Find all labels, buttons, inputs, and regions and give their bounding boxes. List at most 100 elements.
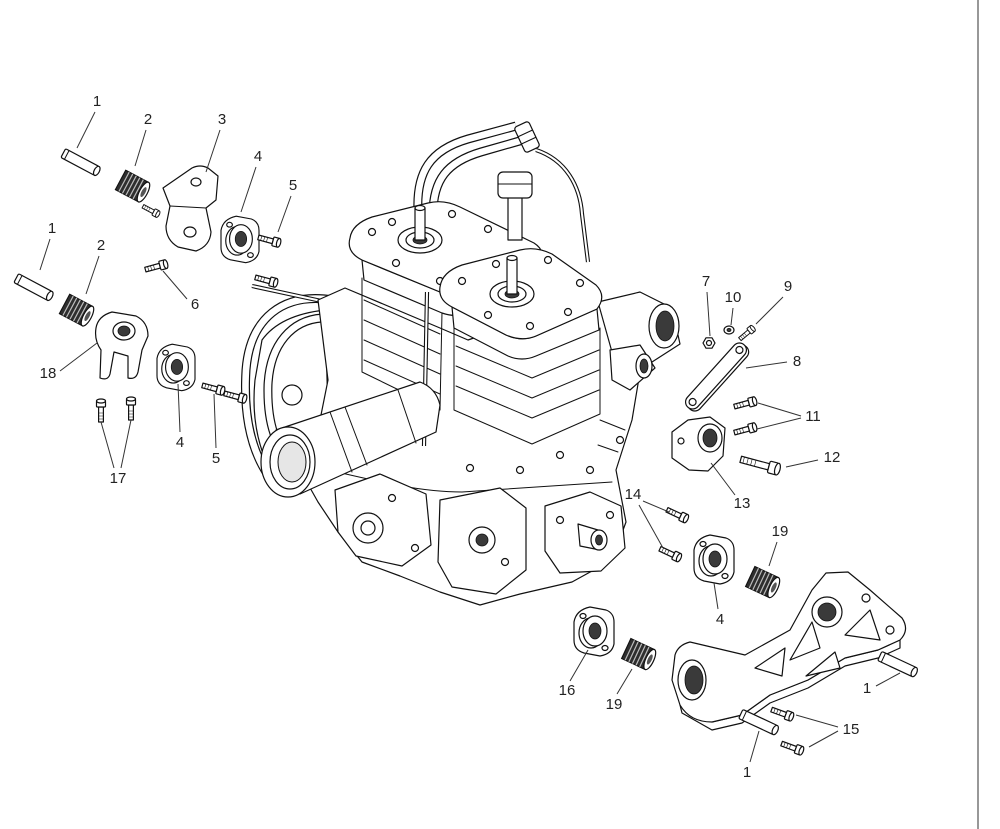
leader-line xyxy=(638,504,664,549)
callout-label: 7 xyxy=(702,273,710,290)
exhaust-manifold xyxy=(260,381,441,498)
screw-part xyxy=(95,398,107,423)
rubber-mount-part xyxy=(693,534,735,585)
callout-label: 15 xyxy=(843,721,860,738)
spline-coupling-part xyxy=(744,565,783,600)
screw-part xyxy=(737,324,757,343)
leader-line xyxy=(710,462,736,496)
callout-label: 2 xyxy=(144,111,152,128)
callout-label: 19 xyxy=(606,696,623,713)
callout-label: 4 xyxy=(716,611,724,628)
screw-part xyxy=(732,421,759,438)
leader-line xyxy=(59,342,98,372)
callout-label: 1 xyxy=(863,680,871,697)
support-bracket-part xyxy=(162,165,219,252)
callout-label: 12 xyxy=(824,449,841,466)
nut-part xyxy=(702,337,716,349)
leader-line xyxy=(213,393,217,449)
sensor-cable xyxy=(514,121,591,263)
ignition-coil xyxy=(497,171,533,241)
cylinder-head-front xyxy=(439,248,603,360)
leader-line xyxy=(768,541,778,567)
engine-assembly xyxy=(241,121,681,606)
callout-label: 13 xyxy=(734,495,751,512)
throttle-body xyxy=(597,291,681,391)
callout-labels: 1 2 3 4 5 6 1 2 18 4 5 17 7 10 9 8 11 12… xyxy=(40,93,872,781)
clutch-housing xyxy=(334,473,432,567)
leader-line xyxy=(875,672,901,687)
leader-line xyxy=(756,417,802,430)
engine-mount-bracket-part xyxy=(671,571,907,731)
output-shaft-housing xyxy=(544,491,626,574)
lower-housing xyxy=(437,487,527,595)
leader-line xyxy=(240,166,257,213)
lower-right-parts xyxy=(573,505,920,757)
callout-label: 10 xyxy=(725,289,742,306)
leader-line xyxy=(713,582,719,610)
leader-line xyxy=(808,730,839,748)
leader-line xyxy=(795,714,839,728)
leader-line xyxy=(134,129,147,167)
leader-line xyxy=(162,270,188,300)
callout-label: 11 xyxy=(805,408,821,425)
callout-label: 16 xyxy=(559,682,576,699)
callout-label: 19 xyxy=(772,523,789,540)
callout-label: 5 xyxy=(212,450,220,467)
rubber-mount-part xyxy=(156,343,196,392)
callout-label: 2 xyxy=(97,237,105,254)
screw-part xyxy=(657,544,684,564)
screw-part xyxy=(140,202,162,219)
spline-coupling-part xyxy=(620,637,659,672)
screw-part xyxy=(664,505,691,525)
link-arm-part xyxy=(684,342,750,412)
left-lower-parts xyxy=(13,273,249,423)
leader-line xyxy=(120,419,132,469)
leader-line xyxy=(730,307,734,326)
washer-part xyxy=(723,325,735,335)
callout-label: 8 xyxy=(793,353,801,370)
left-upper-parts xyxy=(60,148,283,289)
screw-part xyxy=(769,704,796,723)
callout-label: 9 xyxy=(784,278,792,295)
right-parts xyxy=(671,324,783,477)
pin-part xyxy=(13,273,56,303)
callout-label: 1 xyxy=(48,220,56,237)
leader-line xyxy=(755,296,784,325)
leader-line xyxy=(39,238,51,271)
leader-line xyxy=(100,421,115,469)
screw-part xyxy=(125,396,137,421)
bolt-part xyxy=(738,452,783,477)
leader-line xyxy=(277,195,292,233)
screw-part xyxy=(200,380,227,397)
leader-line xyxy=(757,402,802,417)
callout-label: 3 xyxy=(218,111,226,128)
leader-line xyxy=(569,649,589,682)
leader-lines xyxy=(39,111,901,763)
screw-part xyxy=(256,232,283,249)
leader-line xyxy=(785,459,819,468)
screw-part xyxy=(732,395,759,412)
callout-label: 14 xyxy=(625,486,642,503)
callout-label: 1 xyxy=(93,93,101,110)
callout-label: 18 xyxy=(40,365,57,382)
leader-line xyxy=(205,129,221,173)
flange-mount-part xyxy=(573,606,615,657)
callout-label: 5 xyxy=(289,177,297,194)
spline-coupling-part xyxy=(114,169,153,205)
clamp-bracket-part xyxy=(94,311,149,380)
leader-line xyxy=(642,500,670,513)
callout-label: 6 xyxy=(191,296,199,313)
leader-line xyxy=(706,291,711,337)
screw-part xyxy=(779,738,806,757)
screw-part xyxy=(143,258,170,275)
rubber-mount-part xyxy=(220,215,260,264)
bearing-bracket-part xyxy=(671,416,726,472)
leader-line xyxy=(749,730,760,763)
callout-label: 4 xyxy=(254,148,262,165)
leader-line xyxy=(177,383,181,433)
leader-line xyxy=(76,111,96,149)
leader-line xyxy=(85,255,100,295)
spline-coupling-part xyxy=(58,293,97,329)
